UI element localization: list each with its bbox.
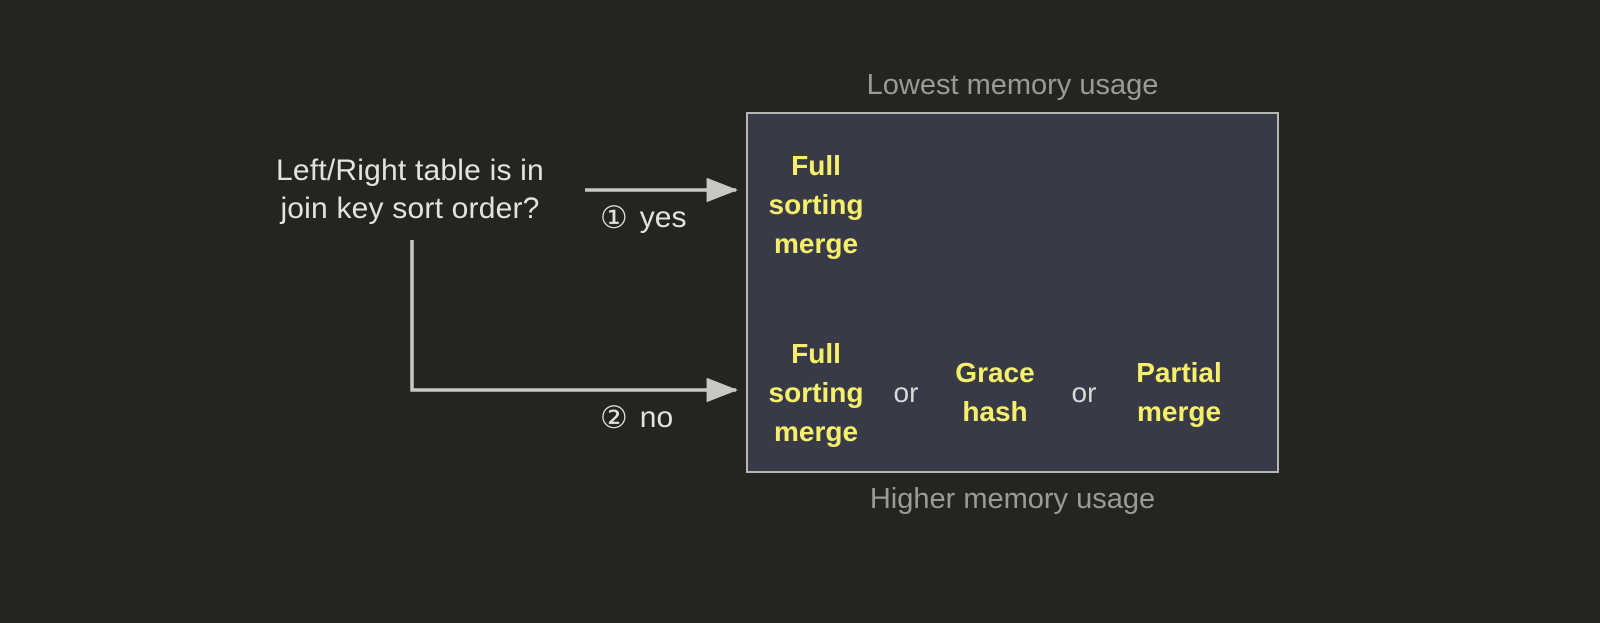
outcome-box: Full sorting merge Full sorting merge or…	[746, 112, 1279, 473]
option-full-sorting-merge-sorted: Full sorting merge	[768, 149, 864, 259]
decision-question: Left/Right table is in join key sort ord…	[276, 154, 544, 225]
branch-label-yes: ① yes	[600, 201, 686, 235]
branch-marker-yes: ①	[600, 200, 628, 235]
connector-no	[410, 240, 739, 403]
branch-text-no: no	[639, 401, 674, 434]
outcome-row-sorted: Full sorting merge	[748, 134, 1281, 274]
branch-marker-no: ②	[600, 400, 628, 435]
option-full-sorting-merge-unsorted: Full sorting merge	[768, 337, 864, 447]
caption-lowest-memory: Lowest memory usage	[866, 69, 1159, 101]
branch-label-no: ② no	[600, 401, 673, 435]
caption-higher-memory: Higher memory usage	[869, 483, 1156, 515]
branch-text-yes: yes	[639, 201, 687, 234]
option-grace-hash: Grace hash	[955, 357, 1035, 427]
option-partial-merge: Partial merge	[1136, 357, 1222, 427]
outcome-row-unsorted: Full sorting merge or Grace hash or Part…	[748, 322, 1281, 462]
conjunction-or-2: or	[1071, 376, 1097, 408]
conjunction-or-1: or	[893, 376, 919, 408]
